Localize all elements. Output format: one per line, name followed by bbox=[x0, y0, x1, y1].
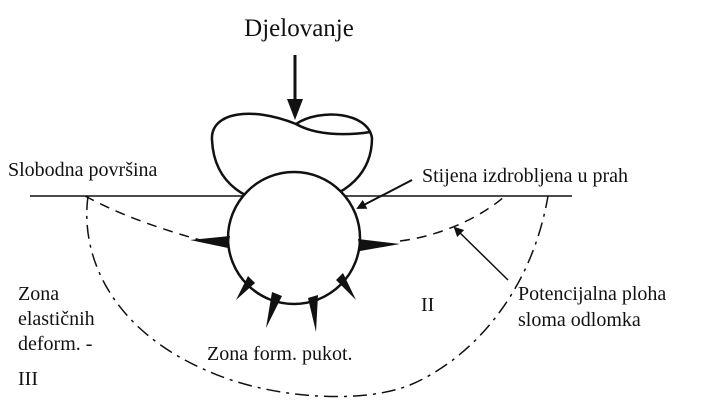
elastic-zone-label-4: III bbox=[18, 368, 38, 390]
crushed-rock-label: Stijena izdrobljena u prah bbox=[422, 165, 628, 187]
elastic-zone-label-3: deform. - bbox=[18, 333, 92, 355]
potential-surface-arrow bbox=[455, 228, 508, 280]
action-arrow bbox=[287, 55, 303, 120]
potential-surface-label-1: Potencijalna ploha bbox=[518, 283, 666, 305]
fracture-zone-label: Zona form. pukot. bbox=[207, 343, 353, 365]
action-label: Djelovanje bbox=[244, 15, 354, 42]
elastic-zone-label-1: Zona bbox=[18, 283, 59, 305]
elastic-zone-label-2: elastičnih bbox=[18, 308, 95, 330]
free-surface-label: Slobodna površina bbox=[8, 159, 158, 181]
crushed-rock-arrow bbox=[358, 180, 412, 208]
potential-surface-label-2: sloma odlomka bbox=[518, 309, 641, 331]
zone-two-label: II bbox=[421, 294, 434, 316]
